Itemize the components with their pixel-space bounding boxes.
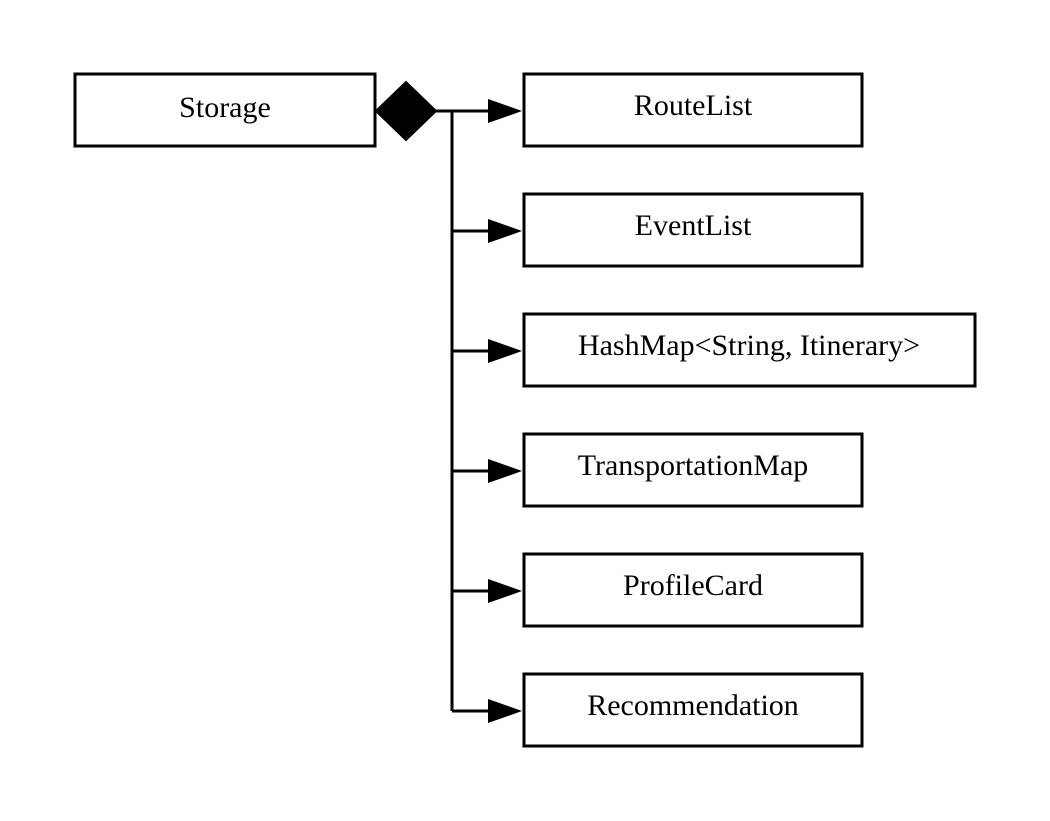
component-eventlist: EventList: [452, 192, 864, 268]
component-profilecard: ProfileCard: [452, 552, 864, 628]
component-recommendation: Recommendation: [452, 672, 864, 748]
component-label: TransportationMap: [578, 449, 809, 482]
component-box: [522, 672, 864, 748]
storage-class-label: Storage: [179, 91, 271, 124]
arrowhead-icon: [488, 339, 522, 363]
component-label: RouteList: [634, 89, 753, 122]
component-box: [522, 72, 864, 148]
component-box: [522, 432, 864, 508]
component-label: ProfileCard: [623, 569, 763, 602]
component-box: [522, 552, 864, 628]
arrowhead-icon: [488, 579, 522, 603]
arrowhead-icon: [488, 219, 522, 243]
composition-diamond-icon: [374, 80, 438, 142]
storage-class-box: Storage: [73, 72, 377, 148]
component-transportationmap: TransportationMap: [452, 432, 864, 508]
component-box: [522, 192, 864, 268]
component-label: EventList: [635, 209, 752, 242]
arrowhead-icon: [488, 459, 522, 483]
component-routelist: RouteList: [452, 72, 864, 148]
component-hashmap: HashMap<String, Itinerary>: [452, 312, 977, 388]
arrowhead-icon: [488, 699, 522, 723]
component-label: Recommendation: [587, 689, 799, 722]
component-label: HashMap<String, Itinerary>: [578, 329, 920, 362]
arrowhead-icon: [488, 99, 522, 123]
component-box: [522, 312, 977, 388]
